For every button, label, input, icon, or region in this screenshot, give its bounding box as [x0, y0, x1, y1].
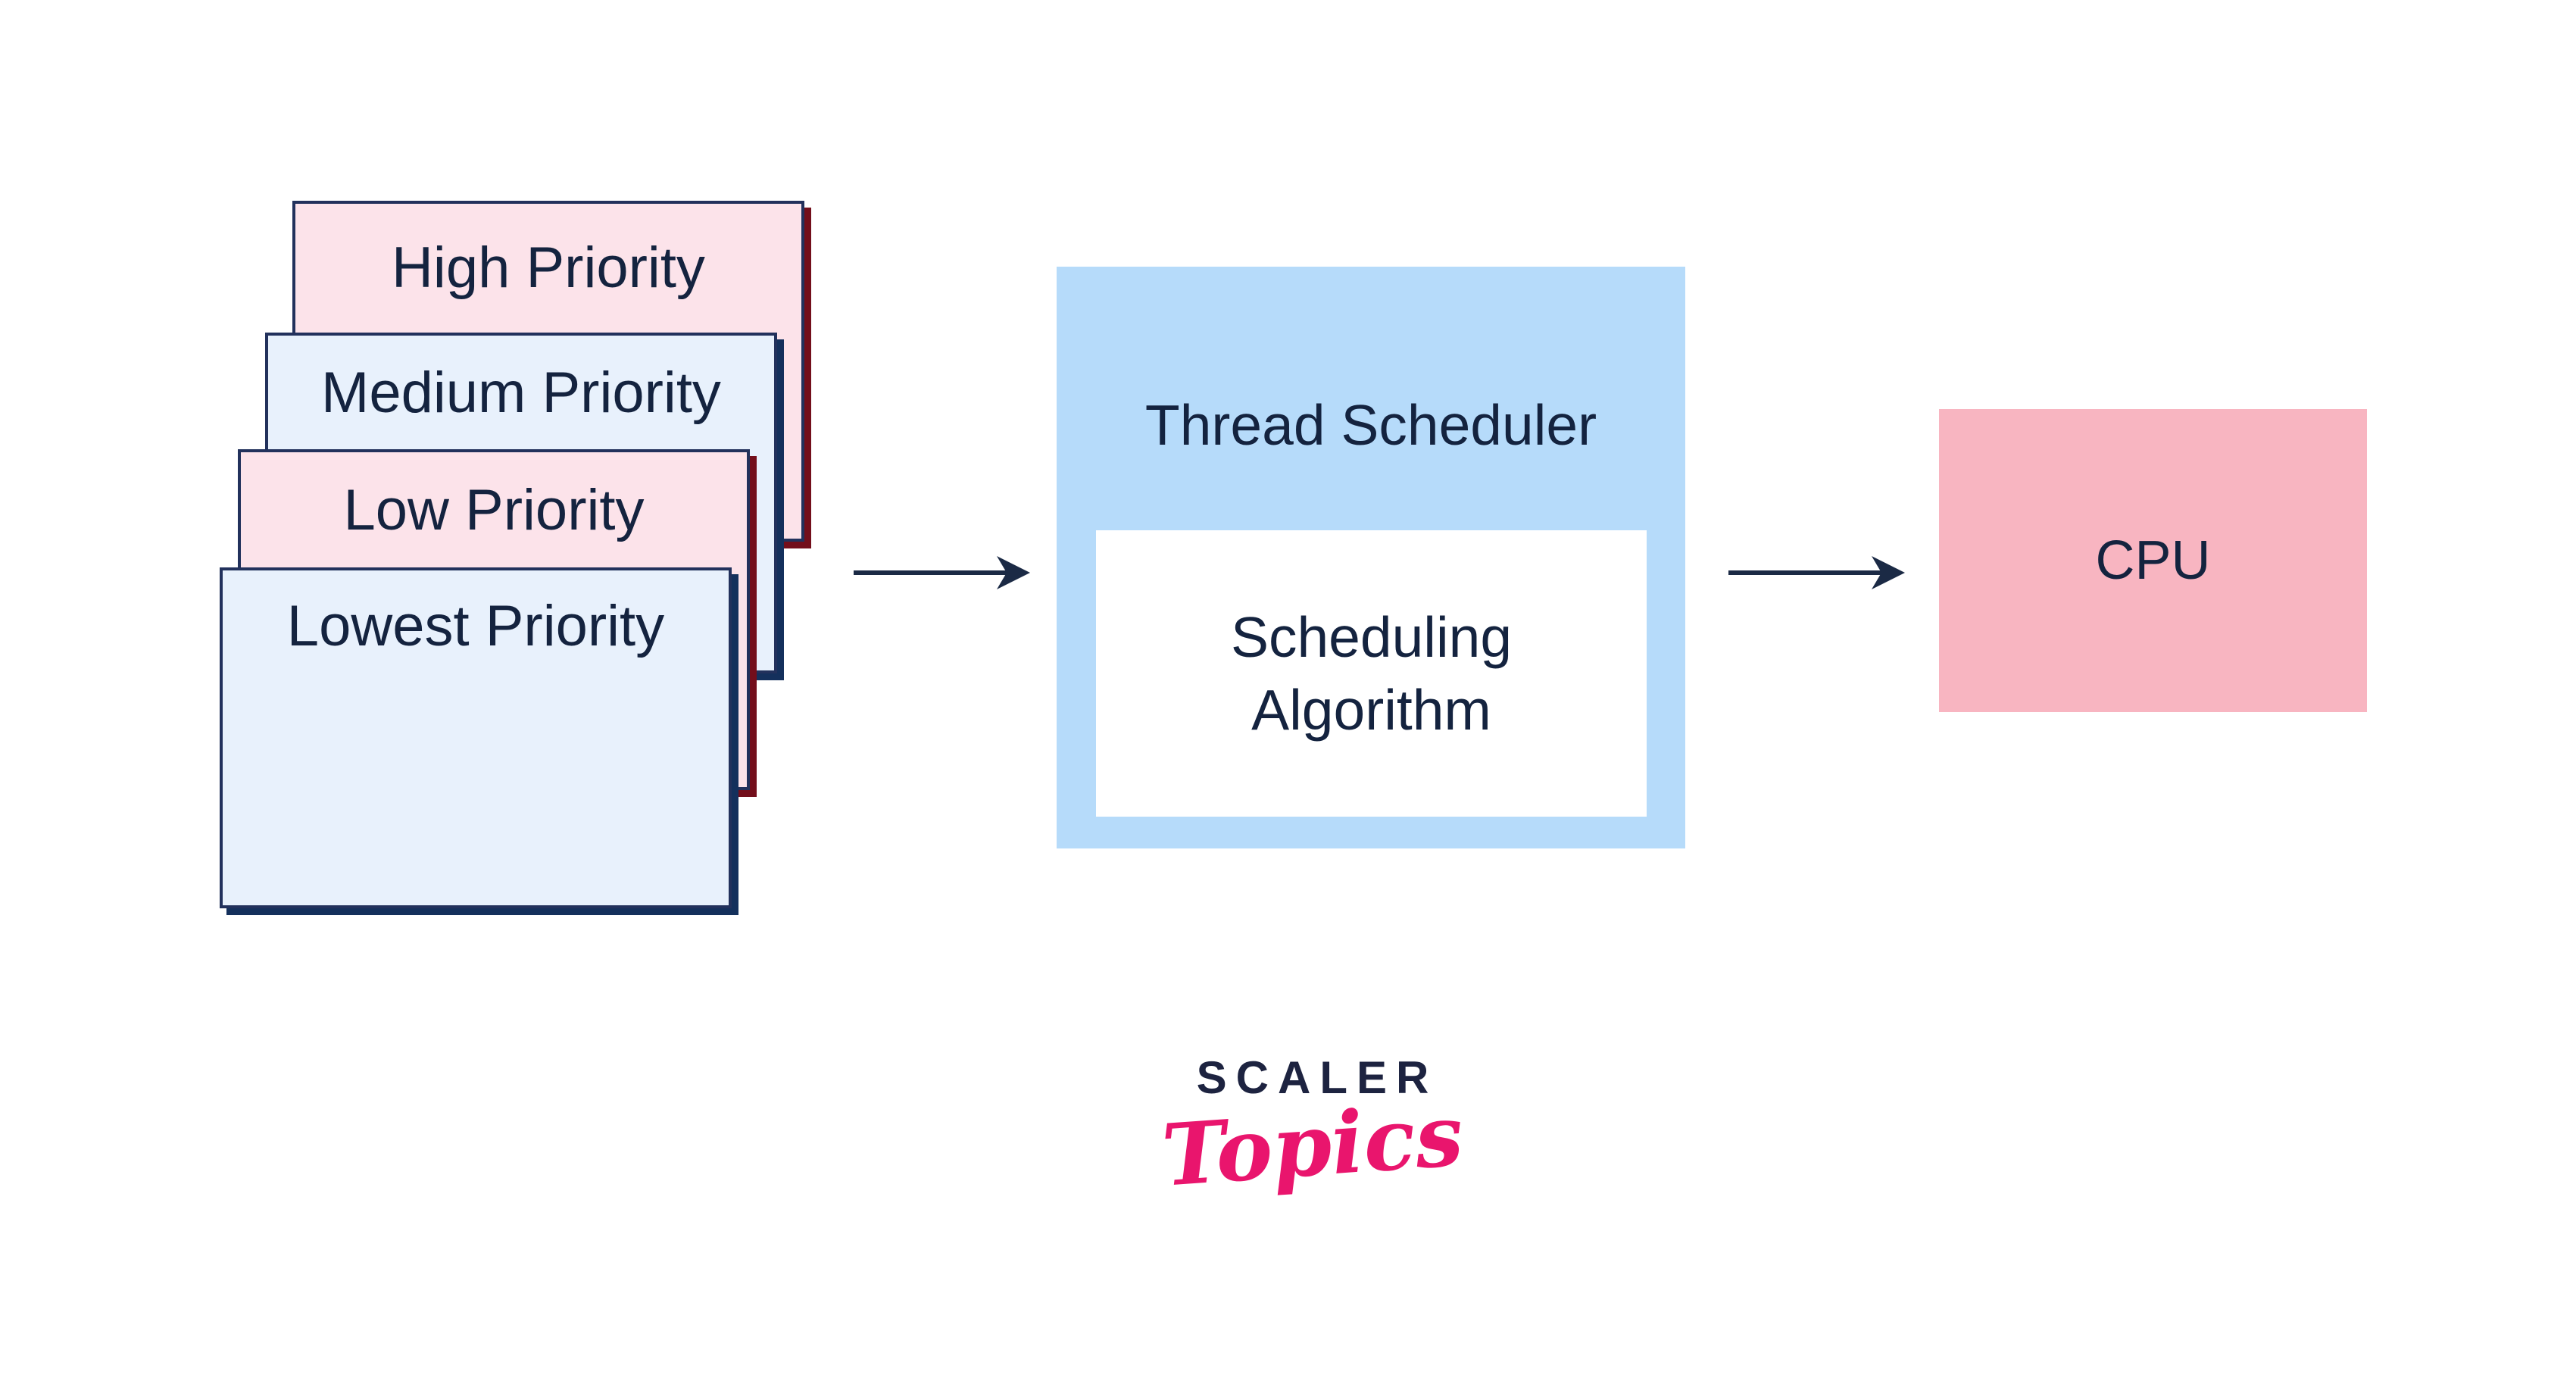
scaler-logo-topics-script: Topics — [1159, 1086, 1466, 1206]
scaler-topics-logo: SCALER Topics — [1123, 1051, 1502, 1206]
queue-card-label: High Priority — [392, 235, 705, 300]
scheduling-algorithm-box: Scheduling Algorithm — [1096, 530, 1647, 817]
queue-card-label: Low Priority — [343, 477, 645, 542]
arrow-queues-to-scheduler — [854, 556, 1030, 589]
cpu-label: CPU — [2095, 530, 2211, 591]
scaler-logo-brand-text: SCALER — [1196, 1052, 1438, 1103]
thread-scheduler-box: Thread Scheduler Scheduling Algorithm — [1057, 267, 1685, 848]
cpu-box: CPU — [1939, 409, 2367, 712]
thread-scheduler-title: Thread Scheduler — [1144, 393, 1597, 457]
arrow-scheduler-to-cpu — [1728, 556, 1905, 589]
queue-card-lowest-priority: Lowest Priority — [220, 567, 732, 908]
queue-card-label: Medium Priority — [321, 360, 721, 425]
queue-card-label: Lowest Priority — [286, 593, 665, 658]
scheduling-algorithm-label: Scheduling Algorithm — [1230, 605, 1513, 742]
